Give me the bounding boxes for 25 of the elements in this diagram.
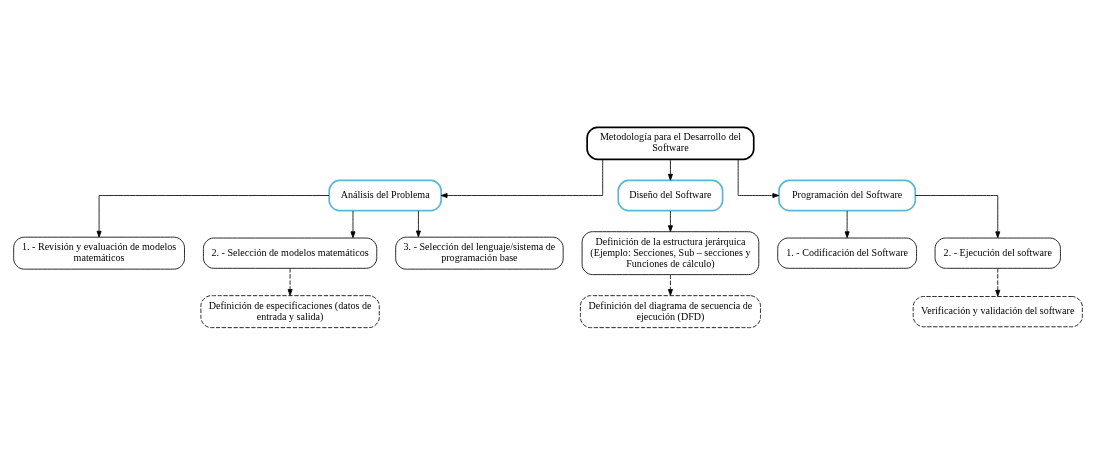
arrow [287,268,293,296]
node-box: 2. - Selección de modelos matemáticos [203,237,378,269]
node-box: Verificación y validación del software [912,296,1083,328]
node-box: 2. - Ejecución del software [934,237,1061,269]
arrow [737,159,780,198]
arrow [667,210,673,233]
node-box: Definición del diagrama de secuencia de ejecución (DFD) [580,295,761,329]
arrow [350,210,356,239]
arrow [844,210,850,239]
arrow [995,268,1001,297]
node-box: 3. - Selección del lenguaje/sistema de programación base [395,236,564,270]
arrow [440,159,604,198]
arrow [415,210,421,238]
arrow [667,159,673,181]
node-box: Análisis del Problema [328,179,442,212]
node-box: Metodología para el Desarrollo del Software [586,126,755,161]
node-box: Definición de la estructura jerárquica (Ejemplo: Secciones, Sub – secciones y Funciones de cálculo) [581,231,760,276]
arrow [667,274,673,296]
node-box: Programación del Software [778,179,917,212]
node-box: Diseño del Software [617,179,724,212]
arrow [96,195,330,238]
node-box: 1. - Revisión y evaluación de modelos matemáticos [13,236,185,270]
node-box: 1. - Codificación del Software [777,237,917,269]
arrow [915,195,1001,239]
node-box: Definición de especificaciones (datos de entrada y salida) [200,295,380,329]
